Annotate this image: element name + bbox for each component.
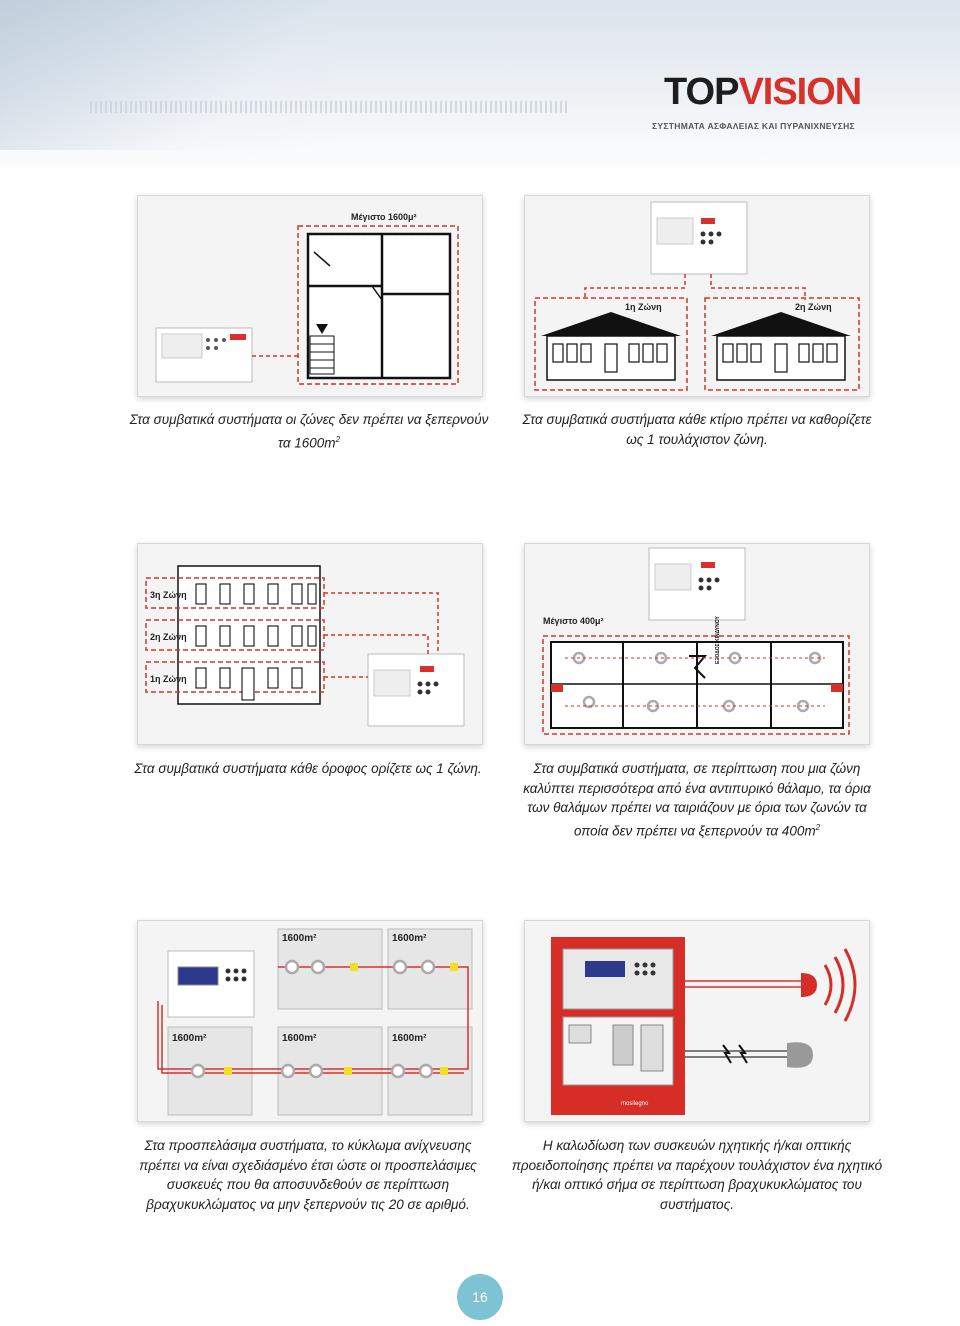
diagram-addressable-loop: 1600m² 1600m² 1600m² 1600m² 1600m² — [137, 920, 483, 1122]
diagram-sounder-wiring: mosilegno — [524, 920, 870, 1122]
header-decoration — [0, 0, 330, 150]
header-background — [0, 0, 960, 180]
topvision-logo: TOPVISION ΣΥΣΤΗΜΑΤΑ ΑΣΦΑΛΕΙΑΣ ΚΑΙ ΠΥΡΑΝΙ… — [652, 70, 874, 132]
caption-6-line-4: συστήματος. — [659, 1196, 735, 1212]
page-number: 16 — [457, 1274, 503, 1320]
area-label-bottom-2: 1600m² — [282, 1033, 317, 1044]
caption-sounder-wiring: Η καλωδίωση των συσκευών ηχητικής ή/και … — [506, 1136, 888, 1214]
caption-5-line-3: συσκευές που θα αποσυνδεθούν σε περίπτωσ… — [166, 1177, 450, 1192]
compartments-illustration: Μέγιστο 400μ² ΕΞΟΔΟΣ ΚΙΝΔΥΝΟΥ — [525, 544, 869, 744]
caption-4-line-3: των θαλάμων πρέπει να ταιριάζουν με όρια… — [527, 800, 867, 815]
zone-1-floor-label: 1η Ζώνη — [150, 674, 187, 684]
zone-2-floor-label: 2η Ζώνη — [150, 632, 187, 642]
caption-5-line-2: πρέπει να είναι σχεδιάσμένο έτσι ώστε οι… — [139, 1157, 477, 1173]
logo-text-vision: VISION — [738, 71, 862, 113]
sounders-illustration: mosilegno — [525, 921, 869, 1121]
zone-2-label: 2η Ζώνη — [795, 302, 832, 312]
caption-2-line-2: ως 1 τουλάχιστον ζώνη. — [626, 431, 768, 447]
area-label-top-2: 1600m² — [392, 933, 427, 944]
header-stripes — [90, 101, 570, 113]
caption-6-line-1: Η καλωδίωση των συσκευών ηχητικής ή/και … — [542, 1138, 852, 1153]
diagram-floor-zones: 3η Ζώνη 2η Ζώνη 1η Ζώνη — [137, 543, 483, 745]
caption-4-line-4: οποία δεν πρέπει να ξεπερνούν τα 400m2 — [573, 822, 821, 839]
diagram-building-zones: 1η Ζώνη 2η Ζώνη — [524, 195, 870, 397]
caption-6-line-3: ή/και οπτικό σήμα σε περίπτωση βραχυκυκλ… — [532, 1177, 862, 1192]
caption-6-line-2: προειδοποίησης πρέπει να παρέχουν τουλάχ… — [511, 1157, 883, 1173]
caption-3: Στα συμβατικά συστήματα κάθε όροφος ορίζ… — [134, 761, 482, 776]
area-label-bottom-1: 1600m² — [172, 1033, 207, 1044]
area-label-top-1: 1600m² — [282, 933, 317, 944]
logo-text-top: TOP — [664, 71, 739, 113]
max-area-label: Μέγιστο 1600μ² — [351, 212, 417, 222]
houses-illustration: 1η Ζώνη 2η Ζώνη — [525, 196, 869, 396]
caption-zone-area-limit: Στα συμβατικά συστήματα οι ζώνες δεν πρέ… — [120, 410, 498, 453]
caption-addressable-loop: Στα προσπελάσιμα συστήματα, το κύκλωμα α… — [128, 1136, 488, 1214]
floorplan-illustration: Μέγιστο 1600μ² — [138, 196, 482, 396]
caption-5-line-1: Στα προσπελάσιμα συστήματα, το κύκλωμα α… — [144, 1138, 472, 1153]
diagram-zone-area-limit: Μέγιστο 1600μ² — [137, 195, 483, 397]
panel-brand-text: mosilegno — [621, 1101, 649, 1107]
zone-1-label: 1η Ζώνη — [625, 302, 662, 312]
floors-illustration: 3η Ζώνη 2η Ζώνη 1η Ζώνη — [138, 544, 482, 744]
caption-building-zones: Στα συμβατικά συστήματα κάθε κτίριο πρέπ… — [512, 410, 882, 449]
caption-4-line-2: καλύπτει περισσότερα από ένα αντιπυρικό … — [523, 780, 871, 796]
diagram-fire-compartments: Μέγιστο 400μ² ΕΞΟΔΟΣ ΚΙΝΔΥΝΟΥ — [524, 543, 870, 745]
exit-label: ΕΞΟΔΟΣ ΚΙΝΔΥΝΟΥ — [715, 616, 721, 664]
caption-5-line-4: βραχυκυκλώματος να μην ξεπερνούν τις 20 … — [146, 1196, 470, 1212]
caption-4-line-1: Στα συμβατικά συστήματα, σε περίπτωση πο… — [533, 761, 861, 776]
caption-2-line-1: Στα συμβατικά συστήματα κάθε κτίριο πρέπ… — [522, 412, 872, 427]
caption-1-line-1: Στα συμβατικά συστήματα οι ζώνες δεν πρέ… — [129, 412, 489, 427]
zone-3-label: 3η Ζώνη — [150, 590, 187, 600]
max-400-label: Μέγιστο 400μ² — [543, 616, 604, 626]
logo-tagline: ΣΥΣΤΗΜΑΤΑ ΑΣΦΑΛΕΙΑΣ ΚΑΙ ΠΥΡΑΝΙΧΝΕΥΣΗΣ — [652, 121, 855, 131]
caption-1-line-2: τα 1600m2 — [277, 434, 341, 451]
loop-illustration: 1600m² 1600m² 1600m² 1600m² 1600m² — [138, 921, 482, 1121]
caption-floor-zones: Στα συμβατικά συστήματα κάθε όροφος ορίζ… — [128, 759, 488, 779]
caption-fire-compartments: Στα συμβατικά συστήματα, σε περίπτωση πο… — [512, 759, 882, 841]
area-label-bottom-3: 1600m² — [392, 1033, 427, 1044]
